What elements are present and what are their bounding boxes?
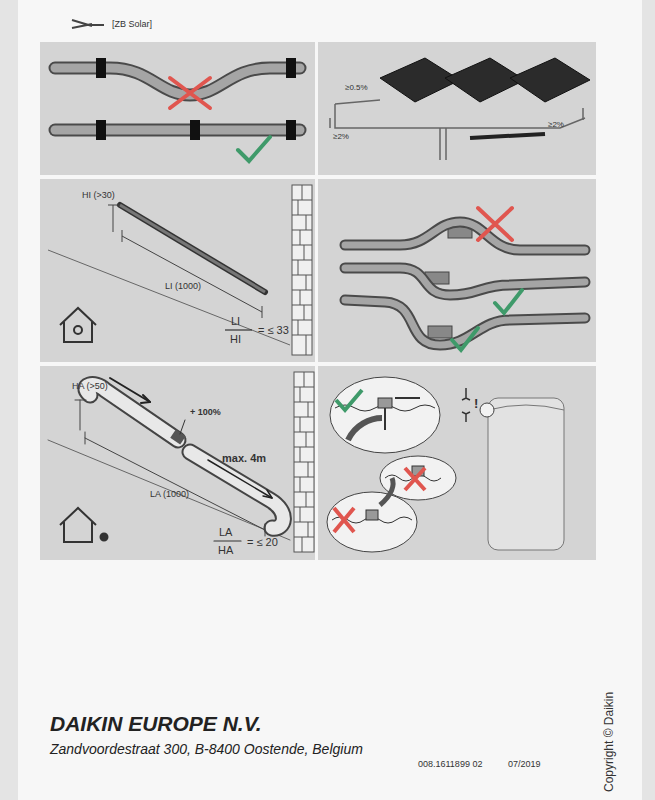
fraction-numerator: LI [231,315,240,327]
ratio-label: = ≤ 20 [247,536,278,548]
ratio-label: = ≤ 33 [258,324,289,336]
slope-label: ≥2% [548,121,564,130]
overlap-label: + 100% [190,408,221,418]
slope-label: ≥2% [333,133,349,142]
house-icon [60,308,96,342]
tank-connections [327,377,564,552]
slope-pipe-inside [48,205,290,345]
solar-collectors [380,58,590,102]
dimension-label: HI (>30) [82,191,115,201]
house-icon-outside [60,508,108,542]
fraction-denominator: HI [230,333,241,345]
wall [292,185,312,355]
panels [40,42,596,560]
company-address: Zandvoordestraat 300, B-8400 Oostende, B… [50,742,363,757]
dimension-label: LI (1000) [165,282,201,292]
slope-pipe-outside [48,378,290,541]
fraction-numerator: LA [219,526,232,538]
dimension-label: HA (>50) [72,382,108,392]
dimension-label: LA (1000) [150,490,189,500]
document-number: 008.1611899 02 [418,760,482,770]
pipe-straight [55,120,300,161]
warning-mark: ! [474,397,478,411]
pliers-icon [72,20,104,28]
company-name: DAIKIN EUROPE N.V. [50,712,262,735]
collector-piping [330,100,585,160]
pipes-around-obstacle [345,208,585,350]
paper-sheet [18,0,642,800]
tag-label: [ZB Solar] [112,20,152,30]
date-label: 07/2019 [508,760,541,770]
copyright-label: Copyright © Daikin [603,692,616,792]
slope-label: ≥0.5% [345,84,368,93]
fraction-denominator: HA [218,544,233,556]
pipe-sagging [55,58,300,108]
wall [294,372,314,552]
max-length-label: max. 4m [222,452,266,464]
